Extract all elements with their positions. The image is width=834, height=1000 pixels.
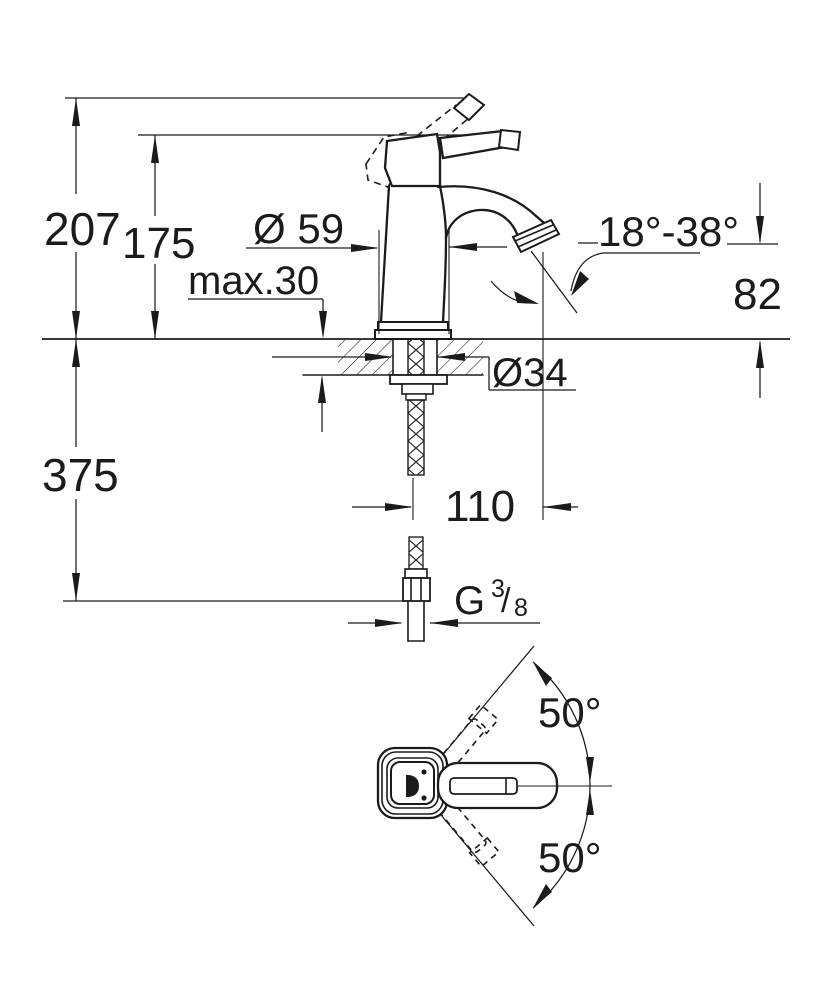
lever-slot <box>449 777 518 795</box>
detail-dot <box>421 769 427 775</box>
arrow-right-icon <box>385 503 413 511</box>
swivel-upper-label: 50° <box>538 689 602 736</box>
swivel-lower-label: 50° <box>538 834 602 881</box>
base-flange-upper <box>377 321 449 331</box>
hose-thread <box>408 536 424 570</box>
handle-swivel-view: 50° 50° <box>376 645 612 927</box>
dim-hole-diameter: Ø34 <box>272 351 576 395</box>
max-thickness-label: max.30 <box>188 259 319 303</box>
handle-housing-dashed-outline <box>365 131 408 188</box>
detail-dot <box>421 795 427 801</box>
supply-hose <box>402 536 431 642</box>
body-left-edge <box>379 184 391 324</box>
lever-dashed-cap <box>468 836 501 868</box>
arrow-left-icon <box>543 503 571 511</box>
hose-nut <box>402 577 431 602</box>
dim-spout-reach: 110 <box>352 252 578 531</box>
arc-arrow-mid-upper-icon <box>586 757 594 783</box>
arc-arrow-top-icon <box>533 662 552 686</box>
dim-spout-angle: 18°-38° <box>570 208 739 296</box>
dim-max-thickness: max.30 <box>188 259 327 432</box>
dim-outlet-height: 82 <box>727 183 782 398</box>
arrow-down-icon <box>72 311 80 339</box>
stream-angle-line <box>530 250 578 314</box>
lever-dashed-lower <box>435 796 501 868</box>
lever-dashed-upper <box>434 703 500 775</box>
arrow-down-icon <box>319 311 327 339</box>
hole-diameter-label: Ø34 <box>492 351 568 395</box>
adjust-arrow-icon <box>514 291 539 304</box>
spout-outer-curve <box>436 185 556 233</box>
mounting-nut-step <box>405 393 427 401</box>
base-diameter-label: Ø 59 <box>253 205 344 252</box>
mounting-section <box>302 338 484 476</box>
leader-curve <box>570 252 604 292</box>
arrow-up-icon <box>151 135 159 163</box>
thread-label-denominator: 8 <box>514 594 528 622</box>
outlet-height-label: 82 <box>733 270 782 319</box>
thread-label-slash: / <box>501 582 511 620</box>
arrow-up-icon <box>756 340 764 368</box>
dim-thread: G 3 / 8 <box>348 575 540 627</box>
thread-label-g: G <box>454 579 485 623</box>
mounting-nut <box>401 383 434 395</box>
dim-handle-height: 175 <box>122 135 195 339</box>
arrow-right-icon <box>375 619 403 627</box>
faucet-elevation <box>365 92 578 340</box>
arrow-left-icon <box>437 353 465 361</box>
hose-collar <box>404 568 428 579</box>
arrow-left-icon <box>430 619 458 627</box>
angle-arrow-icon <box>571 271 589 296</box>
handle-height-label: 175 <box>122 219 195 268</box>
dim-overall-height: 207 <box>44 98 121 339</box>
spout-reach-label: 110 <box>445 482 515 531</box>
handle-housing <box>383 132 442 188</box>
body-right-edge <box>438 184 448 324</box>
aerator-band <box>514 224 554 242</box>
lever-cap <box>497 128 522 152</box>
lever-dashed-outline <box>435 796 487 854</box>
threaded-shank-upper <box>407 338 425 376</box>
arrow-right-icon <box>365 353 393 361</box>
arrow-right-icon <box>351 244 379 252</box>
logo-mark <box>406 775 419 797</box>
lever-dashed-cap <box>467 703 500 735</box>
raised-lever-cap <box>452 92 486 122</box>
aerator-band <box>517 229 557 248</box>
dim-supply-length: 375 <box>42 339 119 601</box>
supply-length-label: 375 <box>42 449 119 501</box>
thread-label-numerator: 3 <box>491 575 505 603</box>
lever-dashed-outline <box>434 718 487 775</box>
swivel-line-lower <box>440 814 535 927</box>
spout-inner-curve <box>444 208 519 240</box>
arrow-up-icon <box>318 375 326 403</box>
arrow-up-icon <box>72 98 80 126</box>
arrow-down-icon <box>756 216 764 244</box>
spout-angle-label: 18°-38° <box>598 208 739 255</box>
base-flange-lower <box>374 329 452 340</box>
arrow-up-icon <box>72 339 80 367</box>
arrow-down-icon <box>72 573 80 601</box>
mounting-washer <box>389 374 448 385</box>
overall-height-label: 207 <box>44 203 121 255</box>
arc-arrow-mid-lower-icon <box>586 789 594 815</box>
arc-arrow-bottom-icon <box>533 884 552 908</box>
arrow-left-icon <box>449 243 477 251</box>
threaded-shank-lower <box>407 399 425 476</box>
swivel-line-upper <box>440 645 535 758</box>
arrow-down-icon <box>151 311 159 339</box>
dim-base-diameter: Ø 59 <box>246 205 507 334</box>
